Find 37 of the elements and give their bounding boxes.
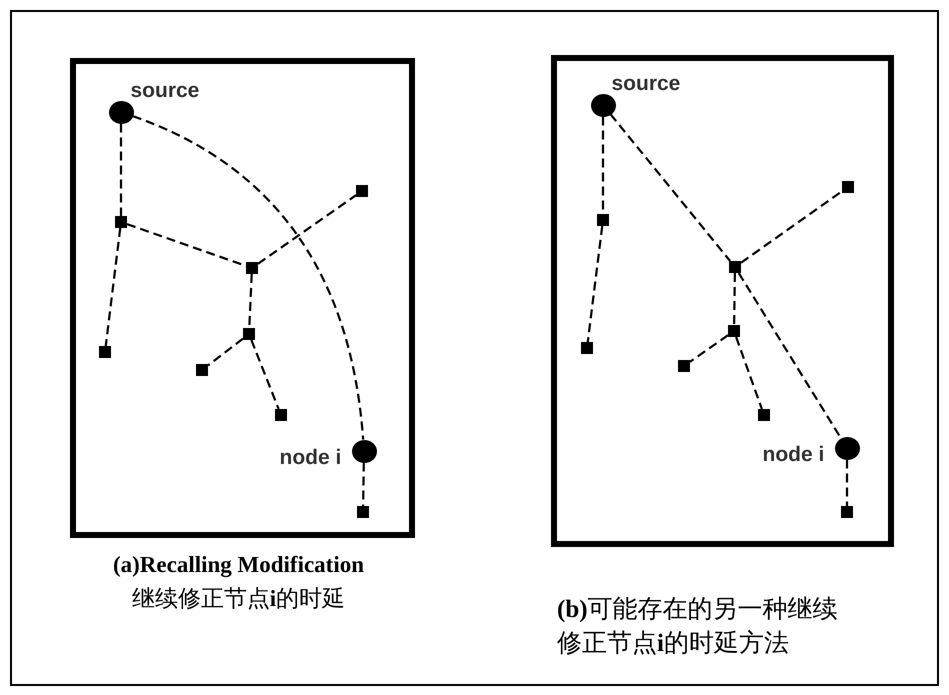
dashed-link xyxy=(120,124,122,216)
dashed-link xyxy=(733,272,736,326)
dashed-link xyxy=(132,115,364,440)
node-square xyxy=(678,360,690,372)
dashed-link xyxy=(689,334,729,363)
dashed-link xyxy=(104,228,122,346)
node-label: (b)可能存在的另一种继续修正节点i的时延方法 xyxy=(557,595,839,659)
dashed-link xyxy=(250,340,280,410)
dashed-link xyxy=(257,194,357,265)
node-square xyxy=(728,325,740,337)
dashed-link xyxy=(846,460,848,506)
dashed-link xyxy=(586,226,604,342)
node-square xyxy=(246,262,258,274)
node-label: source xyxy=(612,72,680,96)
node-square xyxy=(357,506,369,518)
node-square xyxy=(115,216,127,228)
node-square xyxy=(842,181,854,193)
dashed-link xyxy=(738,272,842,439)
node-square xyxy=(597,214,609,226)
node-square xyxy=(356,185,368,197)
node-label: node i xyxy=(762,442,824,466)
dashed-link xyxy=(207,338,244,366)
node-label: (a)Recalling Modification 继续修正节点i的时延 xyxy=(112,551,366,613)
node-square xyxy=(758,409,770,421)
node-square xyxy=(243,328,255,340)
node-square xyxy=(841,506,853,518)
node-square xyxy=(275,409,287,421)
dashed-link xyxy=(610,114,731,262)
node-label: node i xyxy=(280,446,342,470)
node-square xyxy=(581,342,593,354)
node-square xyxy=(196,364,208,376)
node-label: source xyxy=(130,78,200,102)
dashed-link xyxy=(362,462,365,506)
node-square xyxy=(729,261,741,273)
dashed-link xyxy=(740,190,843,264)
node-square xyxy=(99,346,111,358)
dashed-link xyxy=(735,336,763,410)
